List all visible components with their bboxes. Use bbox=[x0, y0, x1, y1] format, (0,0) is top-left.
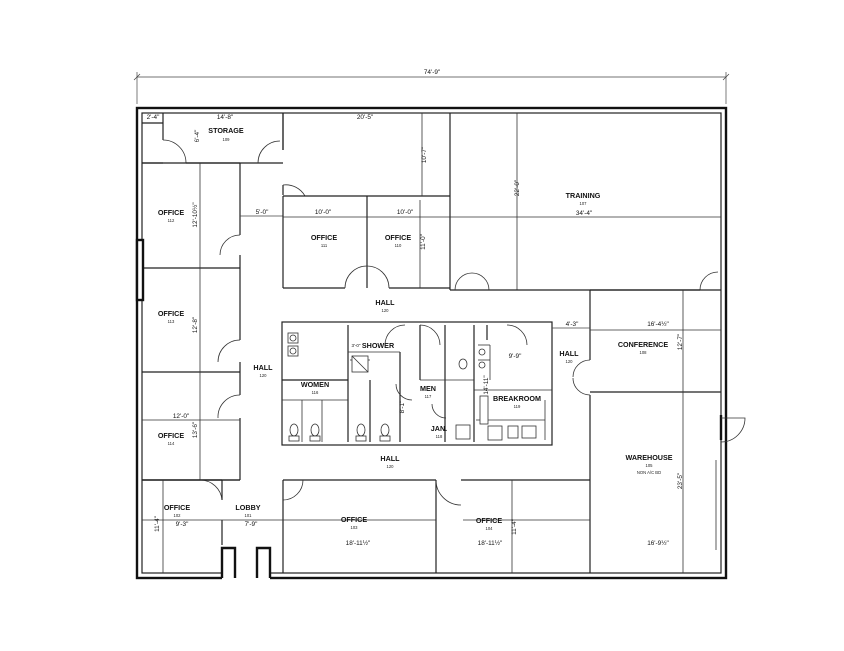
dim-office104-depth: 11'-4" bbox=[511, 519, 518, 535]
exterior-walls bbox=[135, 106, 728, 581]
breakroom-label: BREAKROOM bbox=[493, 394, 541, 403]
dim-office104-width: 18'-11½" bbox=[478, 539, 503, 547]
training-number: 107 bbox=[580, 201, 588, 206]
hall-bottom-number: 120 bbox=[387, 464, 395, 469]
bottom-office-walls bbox=[142, 479, 590, 573]
dim-lobby-width: 7'-9" bbox=[245, 521, 258, 528]
dim-training-depth: 22'-0" bbox=[514, 180, 521, 196]
men-label: MEN bbox=[420, 384, 436, 393]
dim-office114-depth: 13'-6" bbox=[192, 422, 199, 438]
dim-office-top-depth: 10'-7" bbox=[421, 147, 428, 163]
office112-label: OFFICE bbox=[158, 208, 185, 217]
office110-number: 110 bbox=[395, 243, 402, 248]
warehouse-walls bbox=[682, 392, 746, 573]
office111-number: 111 bbox=[321, 243, 328, 248]
janitor-number: 118 bbox=[436, 434, 443, 439]
office114-number: 114 bbox=[168, 441, 175, 446]
hall-top-label: HALL bbox=[375, 298, 395, 307]
hall-top-number: 120 bbox=[382, 308, 390, 313]
storage-walls bbox=[142, 113, 284, 164]
storage-number: 109 bbox=[223, 137, 231, 142]
office113-114-walls bbox=[135, 238, 241, 481]
dim-office111-width: 10'-0" bbox=[315, 209, 331, 216]
men-number: 117 bbox=[425, 394, 432, 399]
office110-label: OFFICE bbox=[385, 233, 412, 242]
office114-label: OFFICE bbox=[158, 431, 185, 440]
office104-number: 104 bbox=[486, 526, 494, 531]
conference-number: 108 bbox=[640, 350, 648, 355]
dim-warehouse-depth: 23'-5" bbox=[677, 473, 684, 489]
storage-label: STORAGE bbox=[208, 126, 244, 135]
dim-conference-depth: 12'-7" bbox=[677, 334, 684, 350]
office103-number: 103 bbox=[351, 525, 359, 530]
office112-number: 112 bbox=[168, 218, 175, 223]
breakroom-number: 119 bbox=[514, 404, 521, 409]
janitor-label: JAN. bbox=[431, 424, 447, 433]
dim-women-depth: 8'-1" bbox=[399, 401, 406, 414]
office104-label: OFFICE bbox=[476, 516, 503, 525]
women-label: WOMEN bbox=[301, 380, 329, 389]
dim-storage-depth: 6'-4" bbox=[194, 130, 201, 143]
office102-label: OFFICE bbox=[164, 503, 191, 512]
lobby-number: 101 bbox=[245, 513, 253, 518]
dim-warehouse-width: 16'-9½" bbox=[647, 539, 669, 547]
dim-office114-width: 12'-0" bbox=[173, 413, 189, 420]
plumbing-fixtures bbox=[287, 332, 537, 442]
women-number: 116 bbox=[312, 390, 319, 395]
dim-office110-depth: 11'-0" bbox=[420, 234, 427, 250]
overall-dimension-line bbox=[133, 72, 730, 104]
warehouse-number: 105 bbox=[646, 463, 654, 468]
dim-shower-small: 3'-0" bbox=[352, 343, 361, 348]
office111-110-walls bbox=[282, 196, 450, 289]
warehouse-note: NON A/C BD bbox=[637, 470, 661, 475]
dim-office-top-width: 20'-5" bbox=[357, 114, 373, 121]
office103-label: OFFICE bbox=[341, 515, 368, 524]
dim-training-width: 34'-4" bbox=[576, 210, 592, 217]
conference-walls bbox=[552, 289, 721, 573]
training-label: TRAINING bbox=[566, 191, 601, 200]
dim-conference-width: 16'-4½" bbox=[647, 320, 669, 328]
dim-office102-width: 9'-3" bbox=[176, 521, 189, 528]
office111-label: OFFICE bbox=[311, 233, 338, 242]
dim-corridor-width: 5'-0" bbox=[256, 209, 269, 216]
dim-office112-depth: 12'-10½" bbox=[191, 202, 199, 227]
overall-dimension-label: 74'-9" bbox=[424, 69, 440, 76]
top-office-walls bbox=[282, 113, 451, 290]
dim-men-depth: 14'-11" bbox=[483, 375, 490, 394]
dim-men-width: 9'-9" bbox=[509, 353, 522, 360]
dim-storage-small: 2'-4" bbox=[147, 114, 160, 121]
office113-label: OFFICE bbox=[158, 309, 185, 318]
hall-right-label: HALL bbox=[559, 349, 579, 358]
dim-hall-right-width: 4'-3" bbox=[566, 321, 579, 328]
dim-office102-depth: 11'-4" bbox=[154, 516, 161, 532]
dim-office110-width: 10'-0" bbox=[397, 209, 413, 216]
conference-label: CONFERENCE bbox=[618, 340, 669, 349]
office112-walls bbox=[142, 162, 283, 269]
hall-left-number: 120 bbox=[260, 373, 268, 378]
office102-number: 102 bbox=[174, 513, 182, 518]
dim-office103-width: 18'-11½" bbox=[346, 539, 371, 547]
warehouse-label: WAREHOUSE bbox=[625, 453, 672, 462]
lobby-label: LOBBY bbox=[235, 503, 260, 512]
hall-bottom-label: HALL bbox=[380, 454, 400, 463]
hall-left-label: HALL bbox=[253, 363, 273, 372]
office113-number: 113 bbox=[168, 319, 175, 324]
hall-right-number: 120 bbox=[566, 359, 574, 364]
dim-storage-width: 14'-8" bbox=[217, 114, 233, 121]
shower-label: SHOWER bbox=[362, 341, 395, 350]
dim-office113-depth: 12'-8" bbox=[192, 317, 199, 333]
